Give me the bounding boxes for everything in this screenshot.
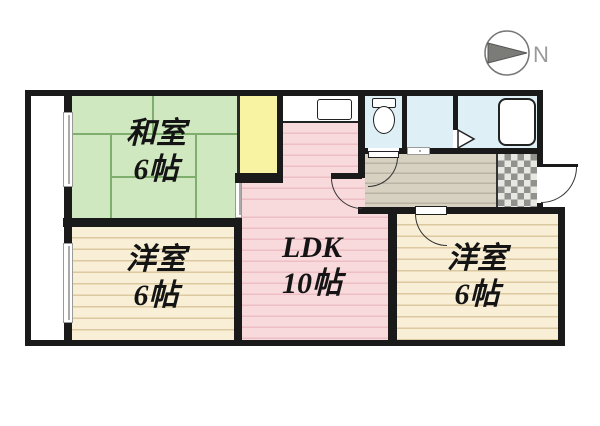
youshitsu-left-floor [72,227,234,340]
ldk-floor-main [242,207,388,340]
compass-icon [484,30,530,76]
wall-top [25,90,543,96]
room-size: 6帖 [133,153,179,186]
room-name: 洋室 [126,243,186,276]
tatami-line [195,133,197,218]
room-name: 洋室 [447,242,507,275]
tatami-line [152,96,154,135]
wall-under-toilet [358,148,368,154]
wall-left [25,90,31,346]
wall-balcony-seg [64,323,72,340]
wall-kitchen-right [358,96,365,178]
tatami-line [72,133,237,135]
washitsu-window [63,112,73,187]
wall-youshitsu-right-outer [558,207,565,346]
washroom-sliding-door [407,147,430,155]
wall-balcony-seg [64,96,72,112]
wall-ldk-youshitsu [388,207,397,346]
wall-washroom-bath [453,96,458,130]
washitsu-partition-line [237,96,240,176]
room-label-ldk: LDK 10帖 [242,230,382,302]
room-name: LDK [282,231,342,264]
room-label-youshitsu-right: 洋室 6帖 [407,241,547,313]
ldk-door-panel [331,173,362,179]
wall-closet-bottom [235,173,283,183]
washitsu-floor [72,96,237,218]
bathtub [498,98,536,146]
wall-washitsu-bottom [63,218,242,227]
balcony [31,96,64,340]
washroom [407,96,453,148]
north-label: N [533,42,549,67]
kitchen-floor [283,123,358,178]
room-size: 6帖 [454,278,500,311]
wall-bottom [25,340,565,346]
entrance-door-arc [541,167,577,203]
room-label-washitsu: 和室 6帖 [86,116,226,188]
wall-right-stub [537,203,543,209]
closet [240,96,277,173]
room-label-youshitsu-left: 洋室 6帖 [86,242,226,314]
wall-closet-right [277,90,283,183]
youshitsu-left-window [63,243,73,323]
wall-youshitsu-left-right [234,218,242,346]
room-name: 和室 [126,117,186,150]
kitchen-sink [317,99,352,120]
toilet-bowl [373,106,395,134]
wall-toilet-washroom [402,96,407,154]
wall-under-toilet2 [399,148,407,154]
bath-folding-door-icon [457,128,476,150]
genkan-tile [498,154,537,207]
wall-under-bath [430,148,540,154]
entrance-door-panel [541,164,578,167]
tatami-line [110,176,197,178]
wall-balcony-seg [64,187,72,243]
wall-hallway-bottom-left [358,207,415,214]
wall-hallway-bottom-right [447,207,565,214]
genkan-step-line [496,154,498,207]
wall-right-upper [537,90,543,167]
room-size: 10帖 [282,267,342,300]
room-size: 6帖 [133,279,179,312]
tatami-line [110,133,112,218]
